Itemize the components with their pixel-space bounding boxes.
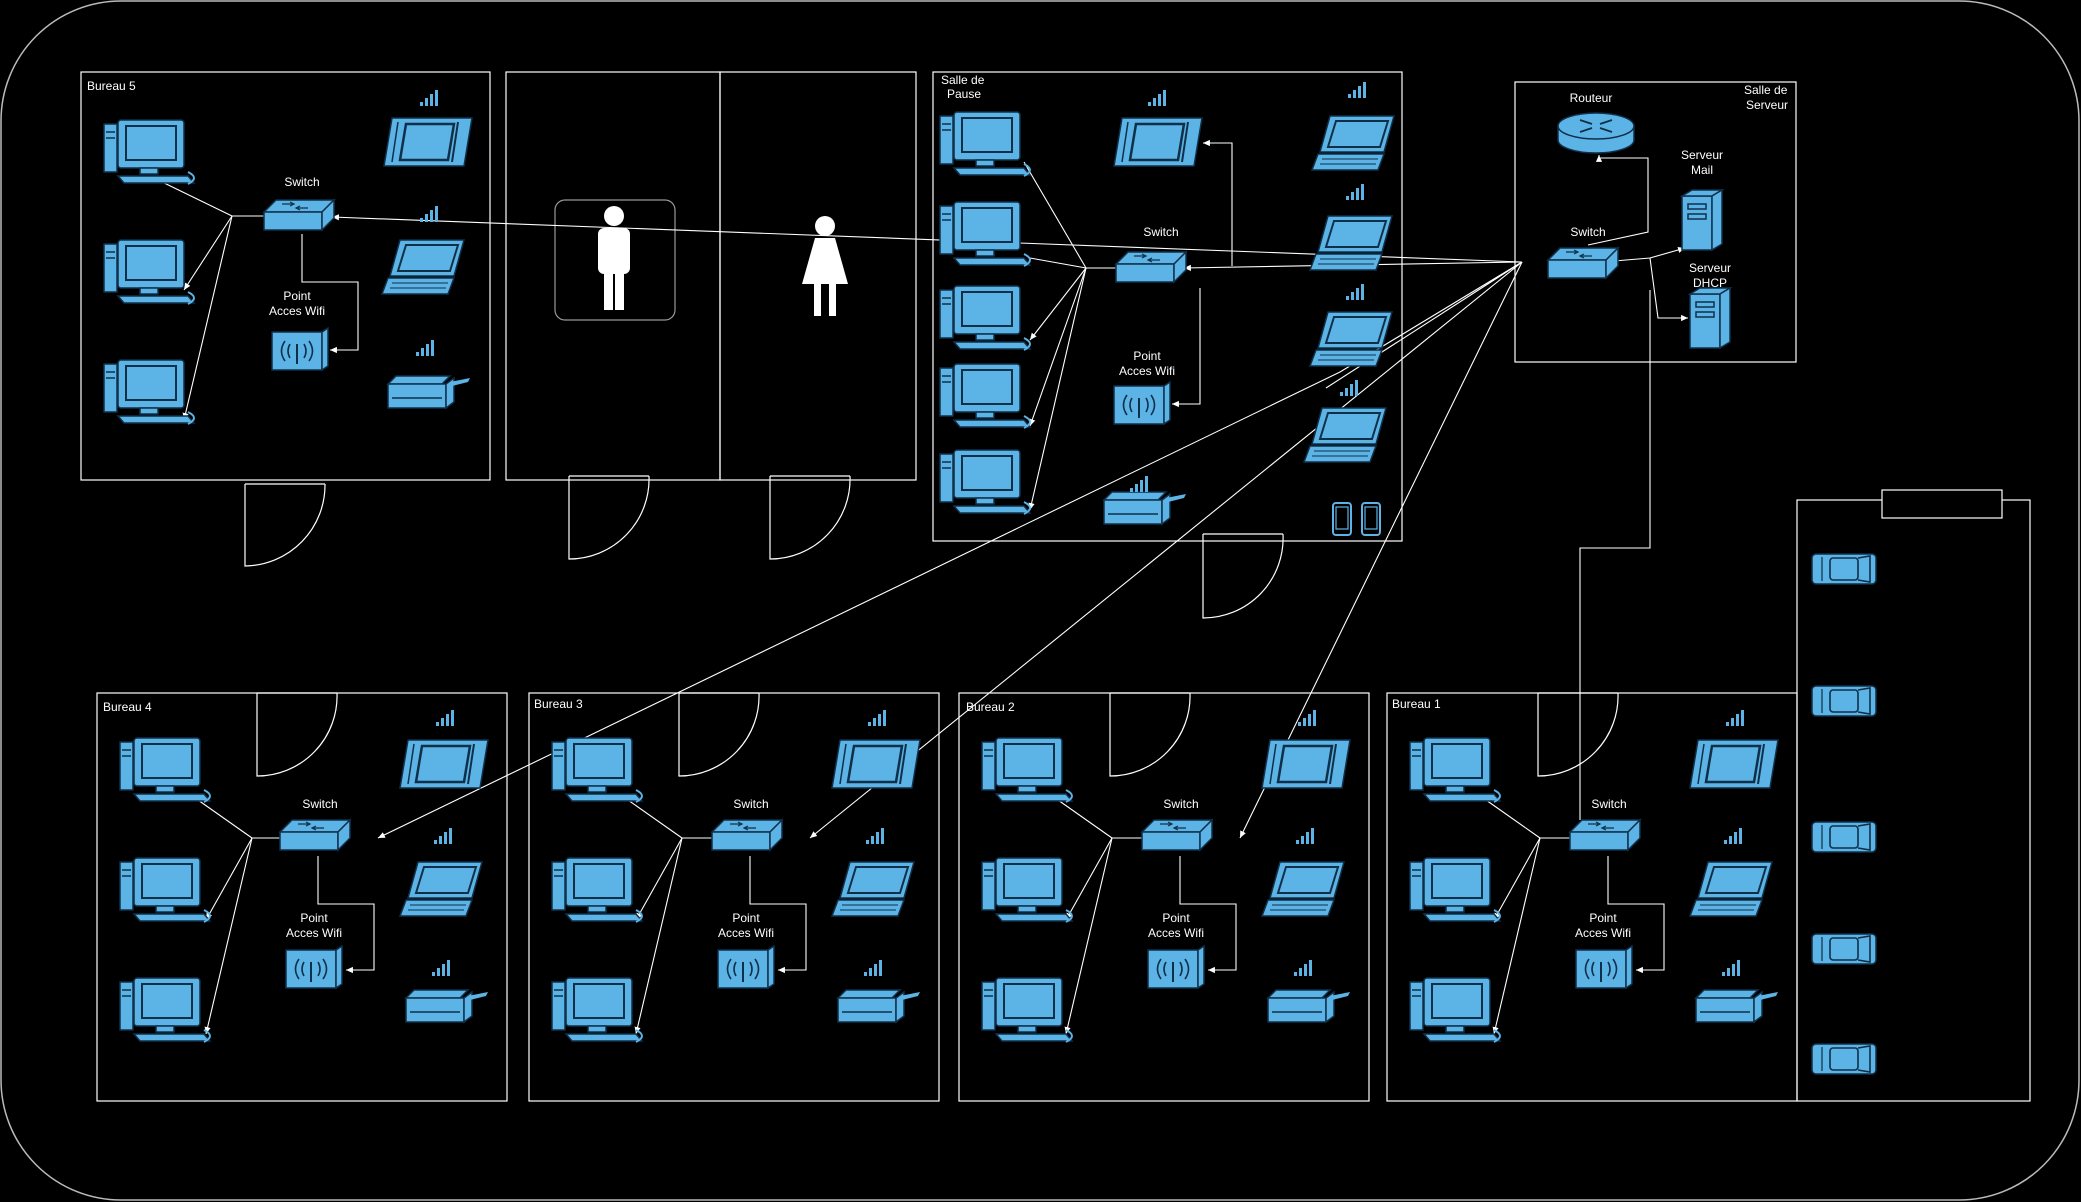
- ap-label-line1: Point: [1133, 349, 1161, 363]
- dhcp-server-label-line1: Serveur: [1689, 261, 1731, 275]
- room-label-bureau1: Bureau 1: [1392, 697, 1441, 711]
- door-icon: [568, 475, 650, 560]
- ap-label-line1: Point: [732, 911, 760, 925]
- switch-label: Switch: [1591, 797, 1626, 811]
- ap-label-line2: Acces Wifi: [1575, 926, 1631, 940]
- ap-label-line1: Point: [283, 289, 311, 303]
- room-bureau5: [80, 71, 491, 481]
- switch-icon[interactable]: [263, 199, 335, 231]
- mail-server-label-line2: Mail: [1691, 163, 1713, 177]
- ap-label-line1: Point: [1589, 911, 1617, 925]
- ap-label-line2: Acces Wifi: [1148, 926, 1204, 940]
- parking-gate: [1881, 489, 2003, 519]
- tablet-icon[interactable]: [1112, 116, 1204, 168]
- door-icon: [769, 475, 851, 560]
- door-icon: [1537, 692, 1619, 777]
- switch-label: Switch: [733, 797, 768, 811]
- wifi-access-point-icon[interactable]: [285, 945, 343, 989]
- door-icon: [678, 692, 760, 777]
- room-toilet-women: [719, 71, 917, 481]
- switch-label: Switch: [1143, 225, 1178, 239]
- ap-label-line2: Acces Wifi: [286, 926, 342, 940]
- tablet-icon[interactable]: [830, 738, 922, 790]
- tablet-icon[interactable]: [1688, 738, 1780, 790]
- router-icon[interactable]: [1557, 112, 1635, 154]
- room-label-bureau5: Bureau 5: [87, 79, 136, 93]
- wifi-access-point-icon[interactable]: [271, 327, 329, 371]
- tablet-icon[interactable]: [1260, 738, 1352, 790]
- switch-icon[interactable]: [1569, 819, 1641, 851]
- door-icon: [1109, 692, 1191, 777]
- switch-label: Switch: [1570, 225, 1605, 239]
- room-label-pause-line1: Salle de: [941, 73, 985, 87]
- switch-label: Switch: [284, 175, 319, 189]
- room-label-bureau3: Bureau 3: [534, 697, 583, 711]
- switch-label: Switch: [302, 797, 337, 811]
- door-icon: [244, 483, 326, 567]
- router-label: Routeur: [1570, 91, 1613, 105]
- car-icon: [1811, 933, 1877, 965]
- switch-icon[interactable]: [1115, 251, 1187, 283]
- car-icon: [1811, 685, 1877, 717]
- ap-label-line1: Point: [1162, 911, 1190, 925]
- mail-server-label-line1: Serveur: [1681, 148, 1723, 162]
- switch-icon[interactable]: [279, 819, 351, 851]
- room-label-pause-line2: Pause: [947, 87, 981, 101]
- dhcp-server-label-line2: DHCP: [1693, 276, 1727, 290]
- switch-label: Switch: [1163, 797, 1198, 811]
- ap-label-line2: Acces Wifi: [269, 304, 325, 318]
- car-icon: [1811, 553, 1877, 585]
- room-salle-pause: [932, 71, 1403, 542]
- car-icon: [1811, 1043, 1877, 1075]
- car-icon: [1811, 821, 1877, 853]
- room-label-bureau4: Bureau 4: [103, 700, 152, 714]
- tablet-icon[interactable]: [382, 116, 474, 168]
- room-label-serveur-line1: Salle de: [1744, 83, 1788, 97]
- server-icon[interactable]: [1689, 287, 1731, 349]
- switch-icon[interactable]: [711, 819, 783, 851]
- ap-label-line2: Acces Wifi: [1119, 364, 1175, 378]
- door-icon: [1202, 533, 1284, 619]
- ap-label-line2: Acces Wifi: [718, 926, 774, 940]
- wifi-access-point-icon[interactable]: [1113, 381, 1171, 425]
- switch-icon[interactable]: [1547, 247, 1619, 279]
- doors: [244, 475, 1619, 777]
- wifi-access-point-icon[interactable]: [1147, 945, 1205, 989]
- wifi-access-point-icon[interactable]: [717, 945, 775, 989]
- server-icon[interactable]: [1681, 189, 1723, 251]
- switch-icon[interactable]: [1141, 819, 1213, 851]
- men-sign-frame: [554, 199, 676, 321]
- tablet-icon[interactable]: [398, 738, 490, 790]
- man-icon: [598, 206, 630, 310]
- room-label-serveur-line2: Serveur: [1746, 98, 1788, 112]
- door-icon: [256, 692, 338, 777]
- wifi-access-point-icon[interactable]: [1575, 945, 1633, 989]
- ap-label-line1: Point: [300, 911, 328, 925]
- woman-icon: [802, 216, 848, 316]
- room-salle-serveur: [1514, 81, 1797, 363]
- room-label-bureau2: Bureau 2: [966, 700, 1015, 714]
